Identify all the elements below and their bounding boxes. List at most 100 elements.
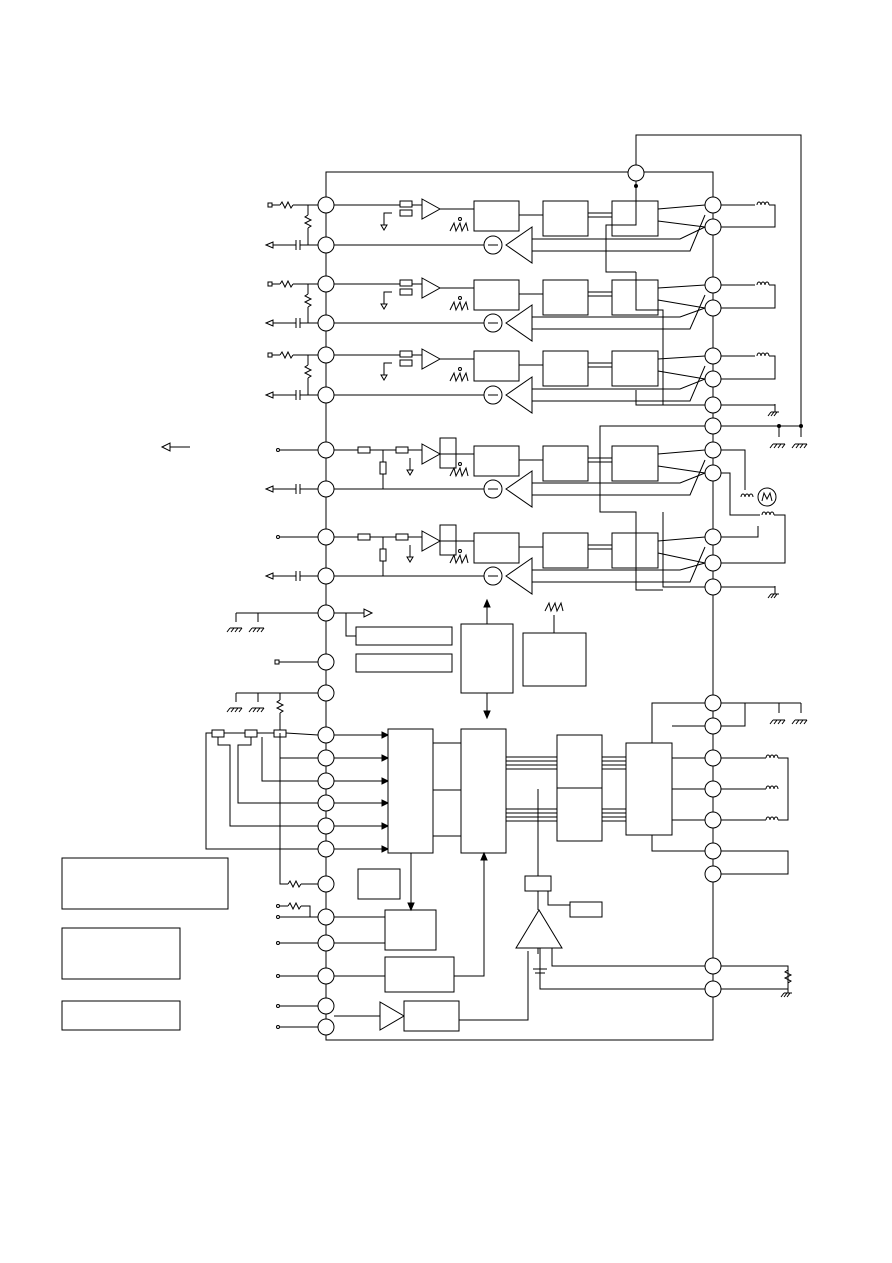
arrow-icon (381, 822, 390, 830)
capacitor-ground-icon (226, 707, 243, 713)
control-input-pin (317, 749, 335, 767)
terminal (276, 915, 280, 919)
resistor (287, 901, 302, 911)
reference-voltage-block (569, 901, 603, 918)
zener-ground-icon (769, 719, 786, 725)
output-driver-block (611, 445, 659, 482)
wire (217, 737, 318, 827)
signal-arrow (160, 442, 190, 452)
motor-out-pin-b (704, 218, 722, 236)
pwm-comparator-block (473, 350, 520, 382)
wire (383, 362, 392, 375)
motor-out-pin-a (704, 276, 722, 294)
input-resistor (399, 209, 413, 217)
supply-bus (605, 181, 637, 273)
resistor (275, 699, 285, 714)
motor-out-pin-a (704, 196, 722, 214)
output-pin (317, 314, 335, 332)
wire (539, 948, 705, 990)
left-pin (317, 1018, 335, 1036)
resistor (279, 200, 294, 210)
wire (532, 365, 706, 402)
wire (532, 226, 706, 240)
terminal (276, 941, 280, 945)
current-limit-block (357, 868, 401, 900)
sense-amplifier (505, 376, 533, 414)
motor-coil-icon (740, 493, 754, 498)
input-amplifier (421, 348, 442, 370)
motor-out-pin-b (704, 554, 722, 572)
resistor (287, 879, 302, 889)
ground-arrow-icon (380, 374, 388, 381)
input-resistor (399, 350, 413, 358)
motor-out-pin-a (704, 347, 722, 365)
series-resistor (357, 446, 371, 454)
right-pin (704, 980, 722, 998)
wire (657, 355, 706, 360)
input-pin (317, 528, 335, 546)
up-arrow-icon (483, 598, 491, 608)
pwm-comparator-block (473, 445, 520, 477)
arrow-icon (381, 845, 390, 853)
wire (285, 732, 319, 736)
ground-arrow-icon (406, 469, 414, 476)
left-pin (317, 967, 335, 985)
left-pin (317, 908, 335, 926)
input-amplifier (421, 277, 442, 299)
wire (532, 307, 706, 318)
motor-out-pin-b (704, 370, 722, 388)
output-arrow-icon (264, 485, 274, 493)
wire (532, 546, 706, 583)
motor-out-pin-a (704, 441, 722, 459)
right-pin (704, 957, 722, 975)
reference-block (355, 626, 453, 646)
wire (778, 757, 789, 821)
wire (721, 284, 776, 309)
pwm-comparator-block (473, 200, 520, 232)
wire (721, 449, 746, 490)
wire (547, 891, 570, 906)
right-pin (704, 842, 722, 860)
input-pin (317, 196, 335, 214)
ground-arrow-icon (406, 556, 414, 563)
wire (532, 472, 706, 484)
output-driver-block (611, 279, 659, 316)
wire (657, 299, 706, 309)
decoder-block (387, 728, 434, 854)
stepper-coil-icon (765, 754, 779, 759)
capacitor (295, 240, 301, 250)
capacitor-ground-icon (791, 443, 808, 449)
sense-amplifier (505, 557, 533, 595)
sawtooth-icon (449, 300, 469, 312)
series-resistor (357, 533, 371, 541)
input-resistor (399, 279, 413, 287)
potentiometer (244, 729, 258, 738)
mode-pin (317, 653, 335, 671)
driver-channel (264, 196, 776, 264)
ground-arrow-icon (380, 303, 388, 310)
stepper-coil-icon (765, 785, 779, 790)
capacitor (295, 390, 301, 400)
right-pin (704, 717, 722, 735)
zener-ground-icon (248, 627, 265, 633)
timer-block (384, 956, 455, 993)
logic-block (542, 350, 589, 387)
wire (345, 613, 356, 637)
driver-channel (264, 275, 776, 342)
sawtooth-icon (449, 221, 469, 233)
sense-amplifier (505, 304, 533, 342)
right-pin (704, 749, 722, 767)
arrow-icon (381, 799, 390, 807)
driver-channel (264, 524, 722, 595)
input-resistor (399, 200, 413, 208)
input-amplifier (421, 198, 442, 220)
series-resistor (395, 446, 409, 454)
shunt-resistor (379, 461, 387, 475)
ground-pin (704, 396, 722, 414)
wire (721, 703, 746, 727)
wire (657, 465, 706, 474)
motor-coil-icon (756, 281, 770, 286)
sawtooth-icon (449, 371, 469, 383)
oscillator-sawtooth-icon (544, 601, 564, 613)
wire (721, 526, 759, 538)
